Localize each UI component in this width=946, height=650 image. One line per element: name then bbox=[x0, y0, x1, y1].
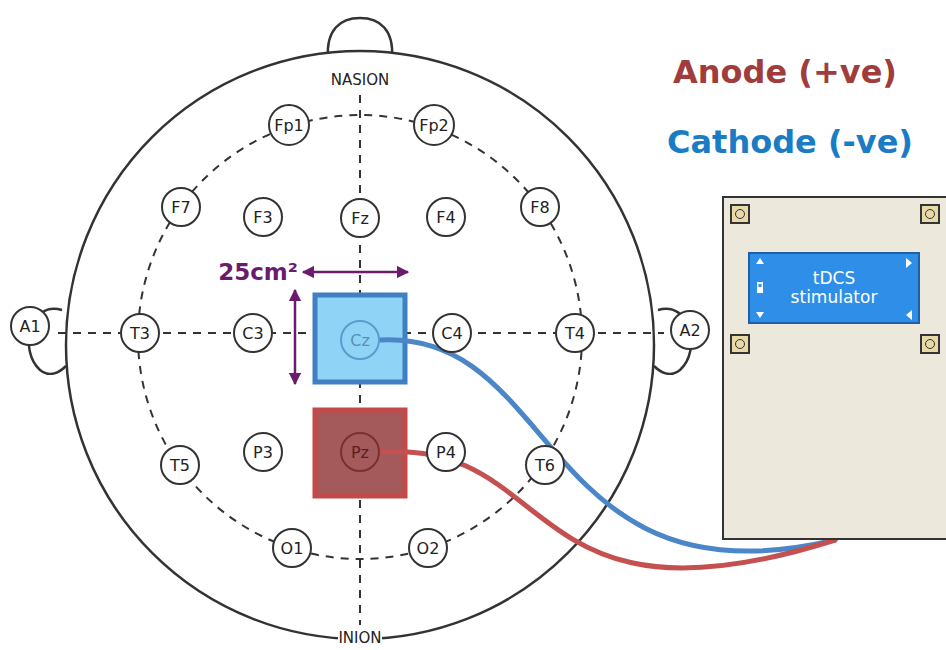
electrode-site: Fp1 bbox=[268, 104, 310, 146]
electrode-label: Fp1 bbox=[274, 116, 304, 135]
electrode-site: P4 bbox=[426, 432, 466, 472]
electrode-label: T6 bbox=[535, 456, 555, 475]
electrode-site: T3 bbox=[120, 313, 160, 353]
electrode-site: T6 bbox=[525, 445, 565, 485]
electrode-site: T4 bbox=[555, 313, 595, 353]
electrode-site: A2 bbox=[670, 310, 710, 350]
landmark-label: INION bbox=[338, 629, 381, 647]
electrode-label: T3 bbox=[130, 324, 150, 343]
width-arrow bbox=[303, 271, 408, 274]
dashed-ring bbox=[138, 115, 582, 559]
electrode-site: F8 bbox=[520, 187, 560, 227]
electrode-label: Fz bbox=[351, 209, 369, 228]
device-label: tDCS stimulator bbox=[779, 269, 889, 306]
electrode-site: Cz bbox=[340, 320, 380, 360]
electrode-site: O1 bbox=[272, 528, 312, 568]
terminal-knob bbox=[730, 204, 750, 224]
electrode-site: F4 bbox=[426, 197, 466, 237]
legend-anode: Anode (+ve) bbox=[673, 53, 897, 91]
electrode-site: F7 bbox=[161, 187, 201, 227]
electrode-label: P3 bbox=[253, 443, 273, 462]
height-arrow bbox=[294, 290, 297, 384]
electrode-label: Pz bbox=[351, 443, 369, 462]
electrode-label: Cz bbox=[350, 331, 370, 350]
electrode-site: Fz bbox=[340, 198, 380, 238]
electrode-site: C4 bbox=[432, 313, 472, 353]
landmark-label: NASION bbox=[331, 71, 389, 89]
electrode-site: Fp2 bbox=[413, 104, 455, 146]
electrode-label: F3 bbox=[253, 208, 272, 227]
electrode-site: C3 bbox=[233, 313, 273, 353]
legend-cathode: Cathode (-ve) bbox=[667, 123, 913, 161]
electrode-label: F7 bbox=[171, 198, 190, 217]
electrode-label: C4 bbox=[441, 324, 462, 343]
electrode-site: A1 bbox=[10, 306, 50, 346]
electrode-label: Fp2 bbox=[419, 116, 449, 135]
electrode-label: T5 bbox=[170, 456, 190, 475]
display-screen: tDCS stimulator bbox=[748, 252, 920, 324]
terminal-knob bbox=[730, 334, 750, 354]
electrode-site: T5 bbox=[160, 445, 200, 485]
electrode-label: F4 bbox=[436, 208, 455, 227]
terminal-knob bbox=[920, 334, 940, 354]
electrode-label: O1 bbox=[281, 539, 304, 558]
electrode-site: O2 bbox=[408, 528, 448, 568]
electrode-label: C3 bbox=[242, 324, 263, 343]
terminal-knob bbox=[920, 204, 940, 224]
head-outline bbox=[66, 51, 654, 639]
electrode-label: O2 bbox=[417, 539, 440, 558]
electrode-site: F3 bbox=[243, 197, 283, 237]
electrode-label: T4 bbox=[565, 324, 585, 343]
electrode-site: Pz bbox=[340, 432, 380, 472]
electrode-label: P4 bbox=[436, 443, 456, 462]
electrode-label: A2 bbox=[679, 321, 700, 340]
electrode-label: A1 bbox=[19, 317, 40, 336]
electrode-label: F8 bbox=[530, 198, 549, 217]
dimension-label: 25cm² bbox=[218, 259, 298, 285]
stimulator-box: tDCS stimulator bbox=[722, 196, 946, 540]
electrode-site: P3 bbox=[243, 432, 283, 472]
